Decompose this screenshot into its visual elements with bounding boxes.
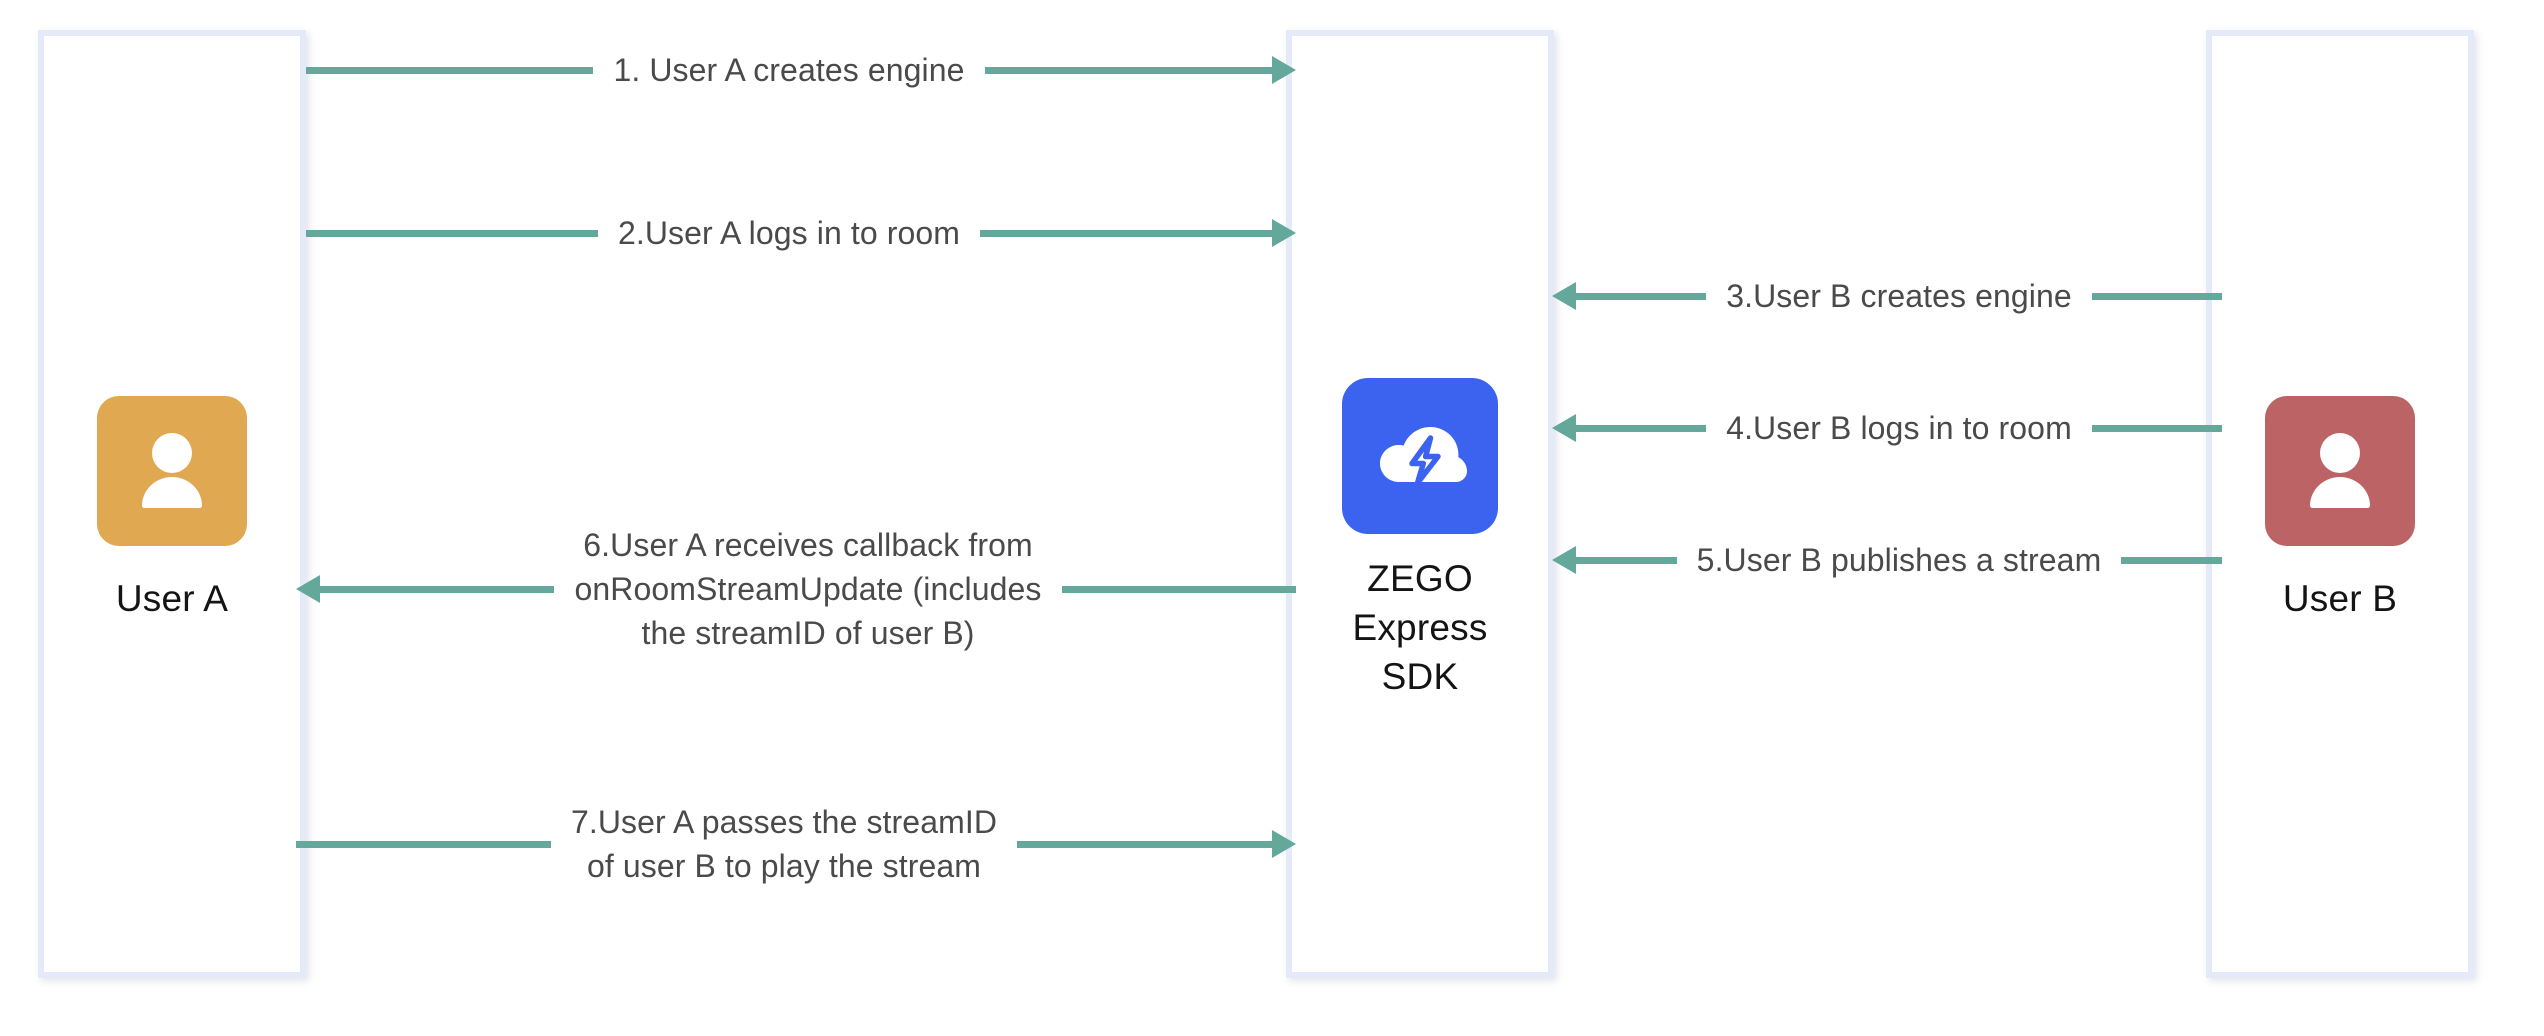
arrowhead-right-icon (1272, 56, 1296, 84)
message-label-1: 1. User A creates engine (613, 52, 965, 88)
message-label-3: 3.User B creates engine (1726, 278, 2072, 314)
arrow-line (980, 229, 1272, 237)
node-zego-sdk: ZEGO Express SDK (1286, 378, 1554, 701)
arrow-line (2091, 424, 2222, 432)
node-label-user-b: User B (2282, 578, 2398, 619)
arrow-line (1017, 840, 1273, 848)
arrow-line (296, 840, 551, 848)
person-avatar-icon (97, 396, 247, 546)
person-avatar-icon (2265, 396, 2415, 546)
arrow-line (306, 229, 598, 237)
arrow-line (2091, 292, 2223, 300)
message-label-2: 2.User A logs in to room (617, 215, 961, 251)
arrow-line (1576, 556, 1677, 564)
message-label-4: 4.User B logs in to room (1726, 410, 2072, 446)
arrow-line (1061, 585, 1297, 593)
arrowhead-left-icon (1552, 546, 1576, 574)
arrowhead-right-icon (1272, 830, 1297, 858)
arrow-line (984, 66, 1272, 74)
arrow-line (2121, 556, 2222, 564)
node-user-b: User B (2206, 396, 2474, 623)
message-label-6: 6.User A receives callback from onRoomSt… (574, 527, 1042, 651)
node-label-zego-sdk: ZEGO Express SDK (1352, 558, 1488, 697)
arrow-line (306, 66, 594, 74)
message-label-7: 7.User A passes the streamID of user B t… (570, 804, 998, 884)
arrow-line (320, 585, 555, 593)
arrowhead-left-icon (1552, 414, 1576, 442)
arrow-line (1576, 424, 1707, 432)
arrowhead-left-icon (296, 575, 320, 603)
node-user-a: User A (38, 396, 306, 623)
arrowhead-right-icon (1272, 219, 1296, 247)
zego-cloud-lightning-logo (1342, 378, 1498, 534)
arrow-line (1576, 292, 1707, 300)
node-label-user-a: User A (115, 578, 229, 619)
message-label-5: 5.User B publishes a stream (1696, 542, 2102, 578)
arrowhead-left-icon (1552, 282, 1576, 310)
